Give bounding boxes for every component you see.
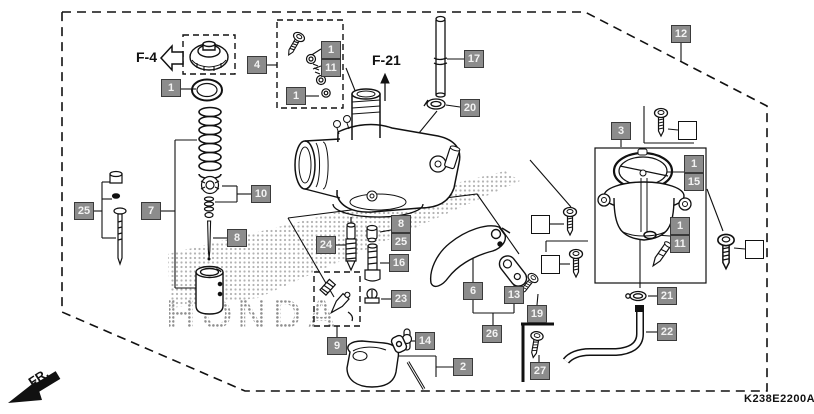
float-bowl-drawing	[597, 148, 692, 268]
f21-arrow-icon	[380, 72, 390, 101]
callout-19: 19	[527, 305, 547, 323]
callout-1: 1	[684, 155, 704, 173]
callout-22: 22	[657, 323, 677, 341]
callout-6: 6	[463, 282, 483, 300]
callout-1: 1	[321, 41, 341, 59]
callout-10: 10	[251, 185, 271, 203]
callout-blank	[541, 255, 560, 274]
callout-blank	[531, 215, 550, 234]
bowl-subassembly-box	[594, 147, 707, 284]
callout-21: 21	[657, 287, 677, 305]
callout-4: 4	[247, 56, 267, 74]
screw-right-drawing	[717, 233, 735, 270]
callout-blank	[745, 240, 764, 259]
callout-16: 16	[389, 254, 409, 272]
callout-25: 25	[391, 233, 411, 251]
diagram-border	[61, 11, 768, 392]
throttle-arm-drawing	[429, 225, 511, 288]
callout-2: 2	[453, 358, 473, 376]
svg-text:HONDA: HONDA	[166, 291, 341, 337]
screw-27-drawing	[526, 330, 545, 360]
callout-26: 26	[482, 325, 502, 343]
throttle-slide-drawing	[195, 265, 224, 315]
jet-needle-drawing	[207, 220, 212, 261]
callout-20: 20	[460, 99, 480, 117]
callout-13: 13	[504, 286, 524, 304]
adjust-screw-drawing	[345, 217, 357, 272]
callout-11: 11	[670, 235, 690, 253]
callout-blank	[678, 121, 697, 140]
callout-12: 12	[671, 25, 691, 43]
callout-8: 8	[391, 215, 411, 233]
drain-plug-drawing	[364, 288, 380, 304]
slow-jet-drawing	[366, 224, 378, 243]
float-valve-drawing	[319, 278, 354, 322]
needle-holder-set-drawing	[200, 175, 220, 219]
screw-set-dashed-box	[276, 19, 344, 109]
callout-24: 24	[316, 236, 336, 254]
thick-bracket	[521, 322, 554, 382]
callout-14: 14	[415, 332, 435, 350]
callout-8: 8	[227, 229, 247, 247]
callout-7: 7	[141, 202, 161, 220]
carburetor-cap-drawing	[189, 40, 229, 71]
screw-left2-drawing	[568, 248, 584, 278]
callout-17: 17	[464, 50, 484, 68]
float-drawing	[346, 334, 426, 390]
screw-3-drawing	[653, 107, 669, 137]
ref-label-f21: F-21	[372, 52, 401, 68]
part-code: K238E2200A	[744, 393, 814, 405]
slide-spring-drawing	[198, 106, 222, 180]
callout-11: 11	[321, 59, 341, 77]
callout-27: 27	[530, 362, 550, 380]
callout-23: 23	[391, 290, 411, 308]
callout-1: 1	[286, 87, 306, 105]
carburetor-body-drawing	[294, 88, 461, 218]
callout-25: 25	[74, 202, 94, 220]
tube-clamp-drawing	[423, 98, 446, 110]
front-direction-arrow-icon	[8, 371, 61, 403]
ref-label-f4: F-4	[136, 49, 157, 65]
callout-9: 9	[327, 337, 347, 355]
main-jet-drawing	[364, 243, 381, 282]
callout-15: 15	[684, 173, 704, 191]
link-plate-drawing	[498, 255, 541, 298]
breather-tube-drawing	[433, 15, 448, 98]
hose-clamp-drawing	[625, 290, 647, 302]
cap-oring-drawing	[191, 78, 223, 102]
callout-3: 3	[611, 122, 631, 140]
drain-hose-drawing	[562, 305, 644, 364]
screw-set-25-drawing	[109, 170, 127, 266]
callout-1: 1	[670, 217, 690, 235]
callout-1: 1	[161, 79, 181, 97]
screw-left-drawing	[562, 206, 578, 236]
top-screw-set-drawing	[282, 29, 331, 98]
f4-arrow-icon	[159, 44, 184, 72]
